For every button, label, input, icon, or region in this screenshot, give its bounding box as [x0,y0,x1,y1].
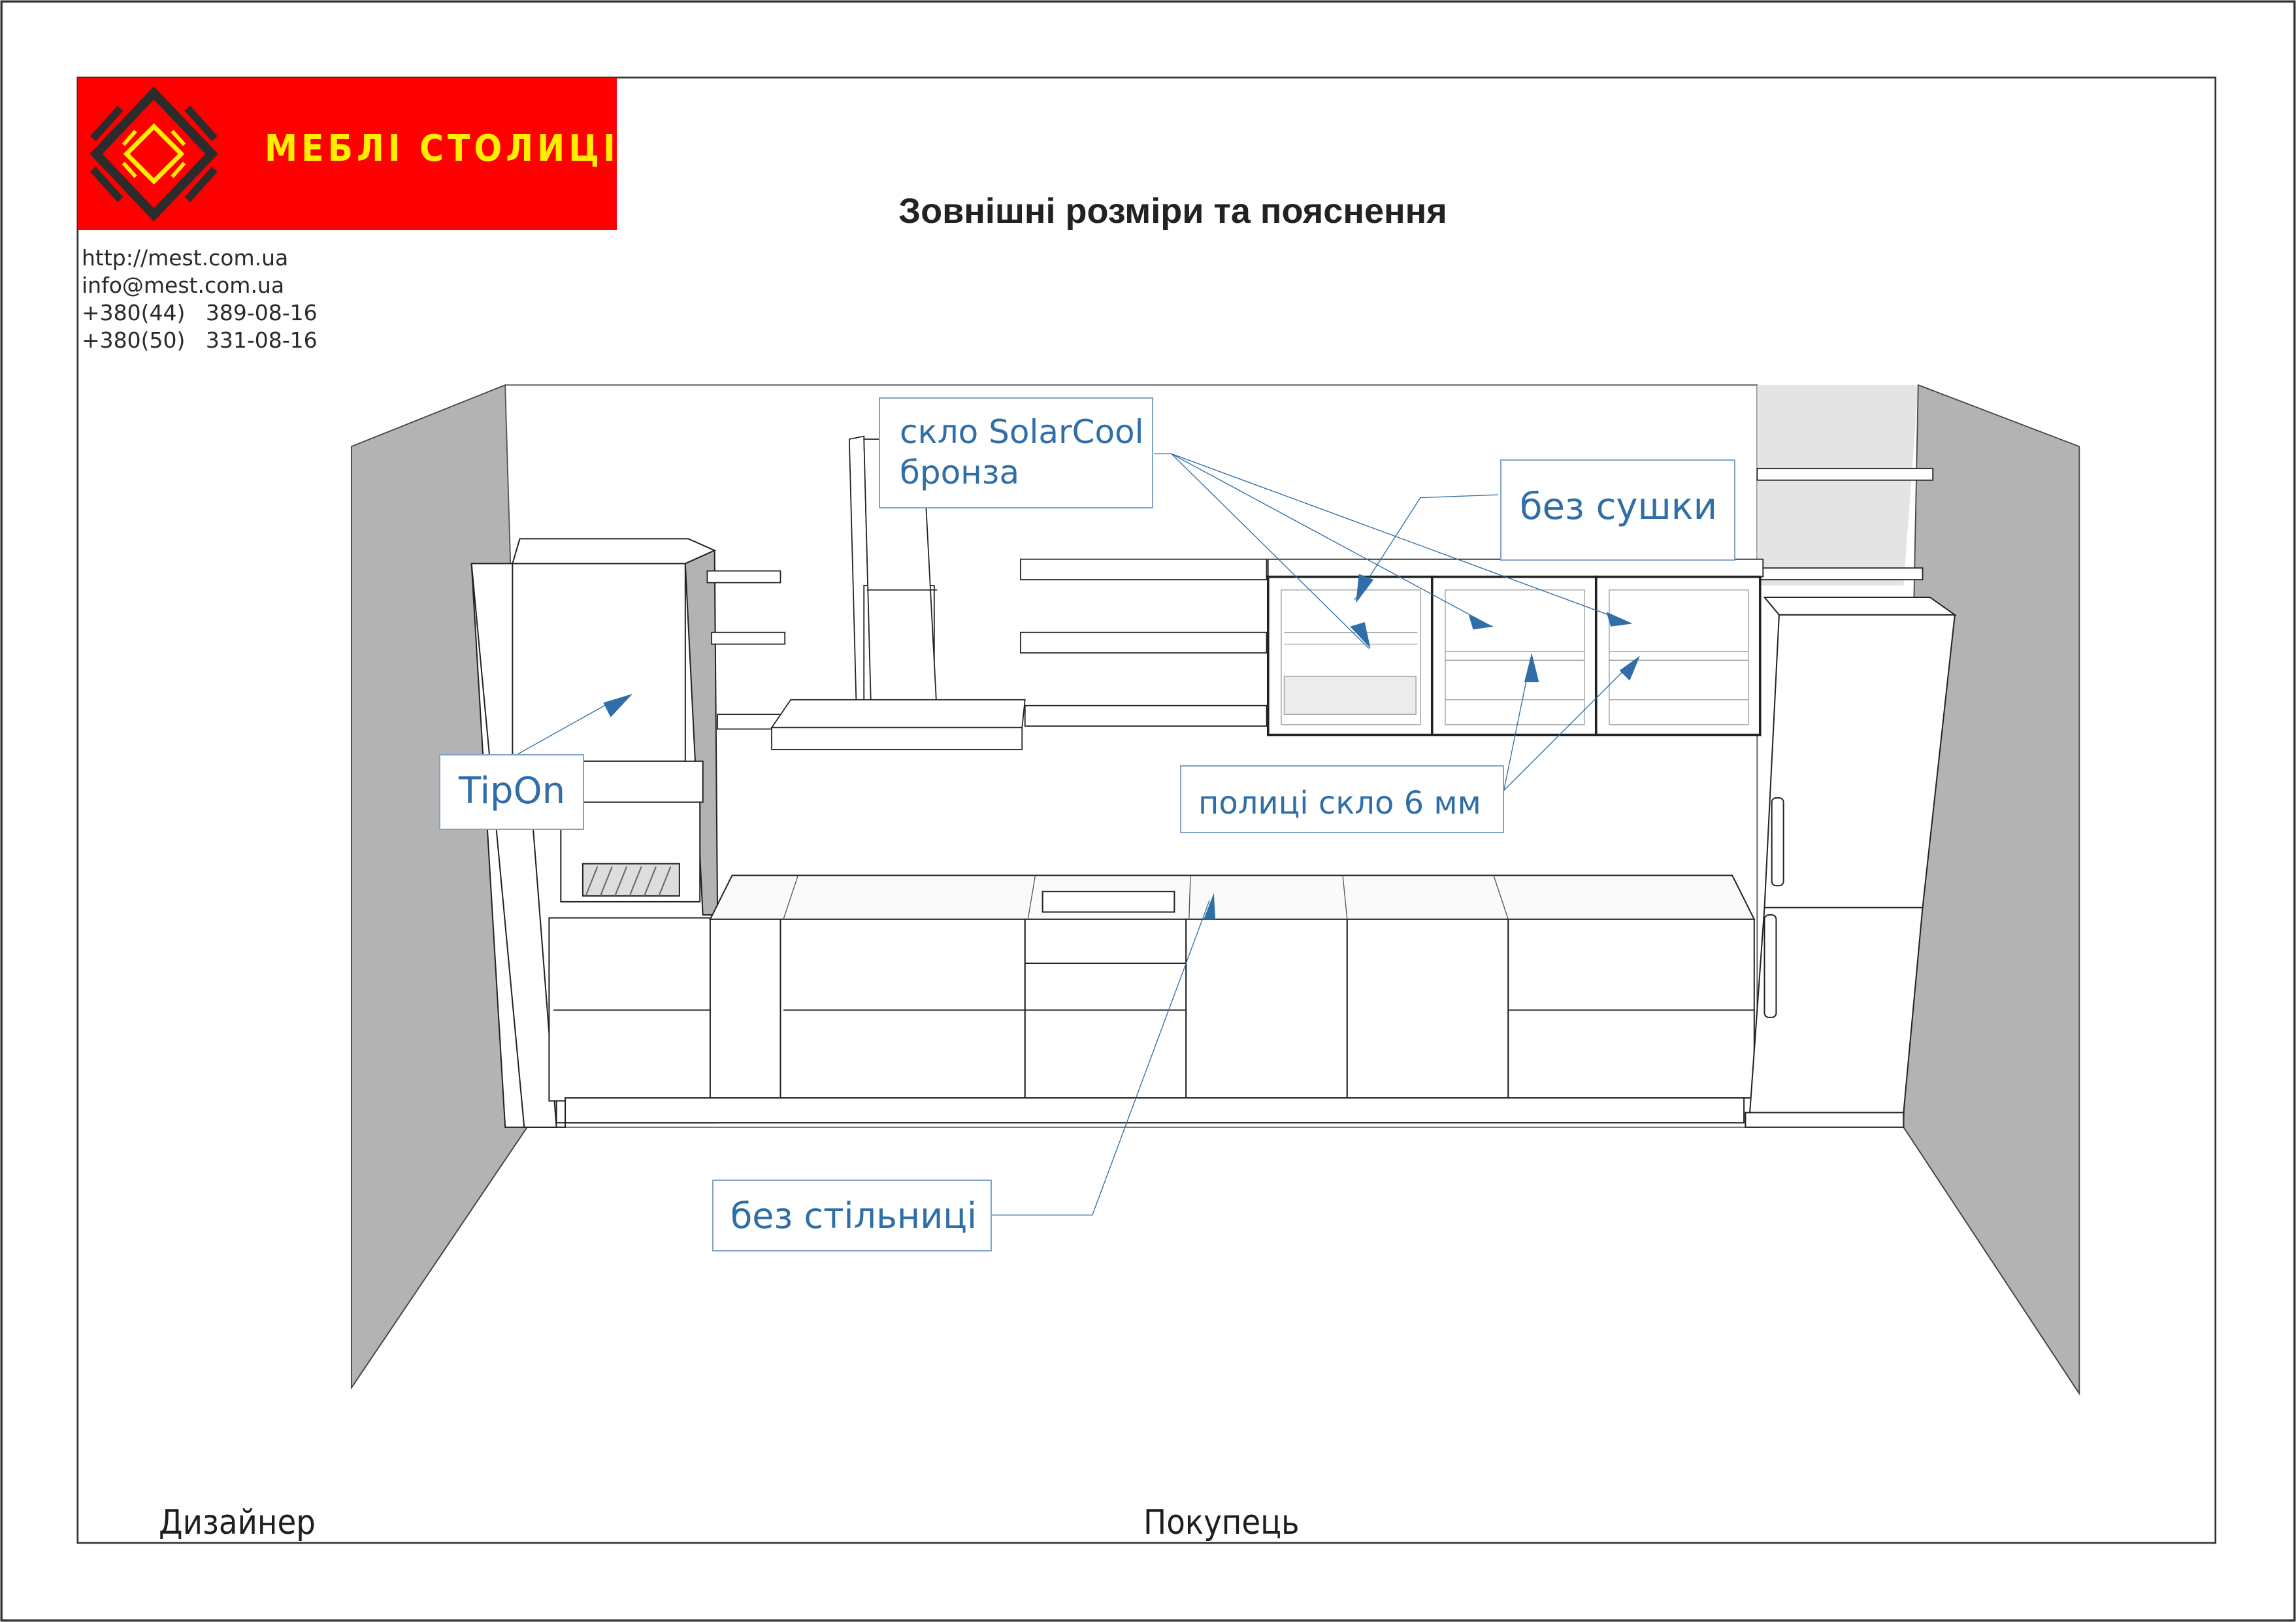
arrow-icon [1468,614,1494,630]
phone-2: +380(50) 331-08-16 [82,327,318,353]
annotation-leaders [509,453,1633,1216]
base-cabinets [565,874,1756,1124]
wall-shelves-left [706,570,786,730]
buyer-signature-label: Покупець [1143,1503,1300,1542]
right-niche [1757,385,1918,586]
callout-text: полиці скло 6 мм [1198,785,1481,821]
phone-1: +380(44) 389-08-16 [82,300,318,325]
fridge [1745,596,1958,1128]
callout-tipon: TipOn [439,754,584,830]
brand-name: МЕБЛІ СТОЛИЦІ [265,127,619,170]
right-wall [1903,384,2080,1396]
callout-text: TipOn [459,770,566,812]
arrow-icon [1619,655,1640,681]
callout-no-countertop: без стільниці [712,1180,992,1251]
arrow-icon [603,693,633,718]
upper-glass-cabinets [1266,558,1764,737]
range-hood [770,435,1026,750]
website-link[interactable]: http://mest.com.ua [82,245,289,271]
callout-no-dryer: без сушки [1500,459,1735,561]
callout-text: без сушки [1520,486,1717,528]
callout-text: скло SolarCool [900,413,1144,451]
contact-info: http://mest.com.ua info@mest.com.ua +380… [82,244,318,354]
callout-text: без стільниці [730,1195,977,1236]
arrow-icon [1524,653,1539,682]
diamond-ornament-icon [90,86,218,222]
email-link[interactable]: info@mest.com.ua [82,273,285,298]
tall-cabinet-left [470,538,719,1128]
inner-frame [76,76,2217,1544]
callout-text: бронза [900,454,1020,491]
arrow-icon [1204,893,1216,919]
brand-logo-block [78,78,617,230]
page-title: Зовнішні розміри та пояснення [898,191,1447,231]
arrowheads [603,574,1640,919]
arrow-icon [1356,574,1374,603]
arrow-icon [1606,612,1633,627]
designer-signature-label: Дизайнер [159,1503,316,1542]
wall-shelves-long [1020,467,1934,727]
callout-glass-shelves: полиці скло 6 мм [1180,765,1504,833]
arrow-icon [1350,622,1371,649]
callout-solarcool-glass: скло SolarCool бронза [879,397,1153,508]
